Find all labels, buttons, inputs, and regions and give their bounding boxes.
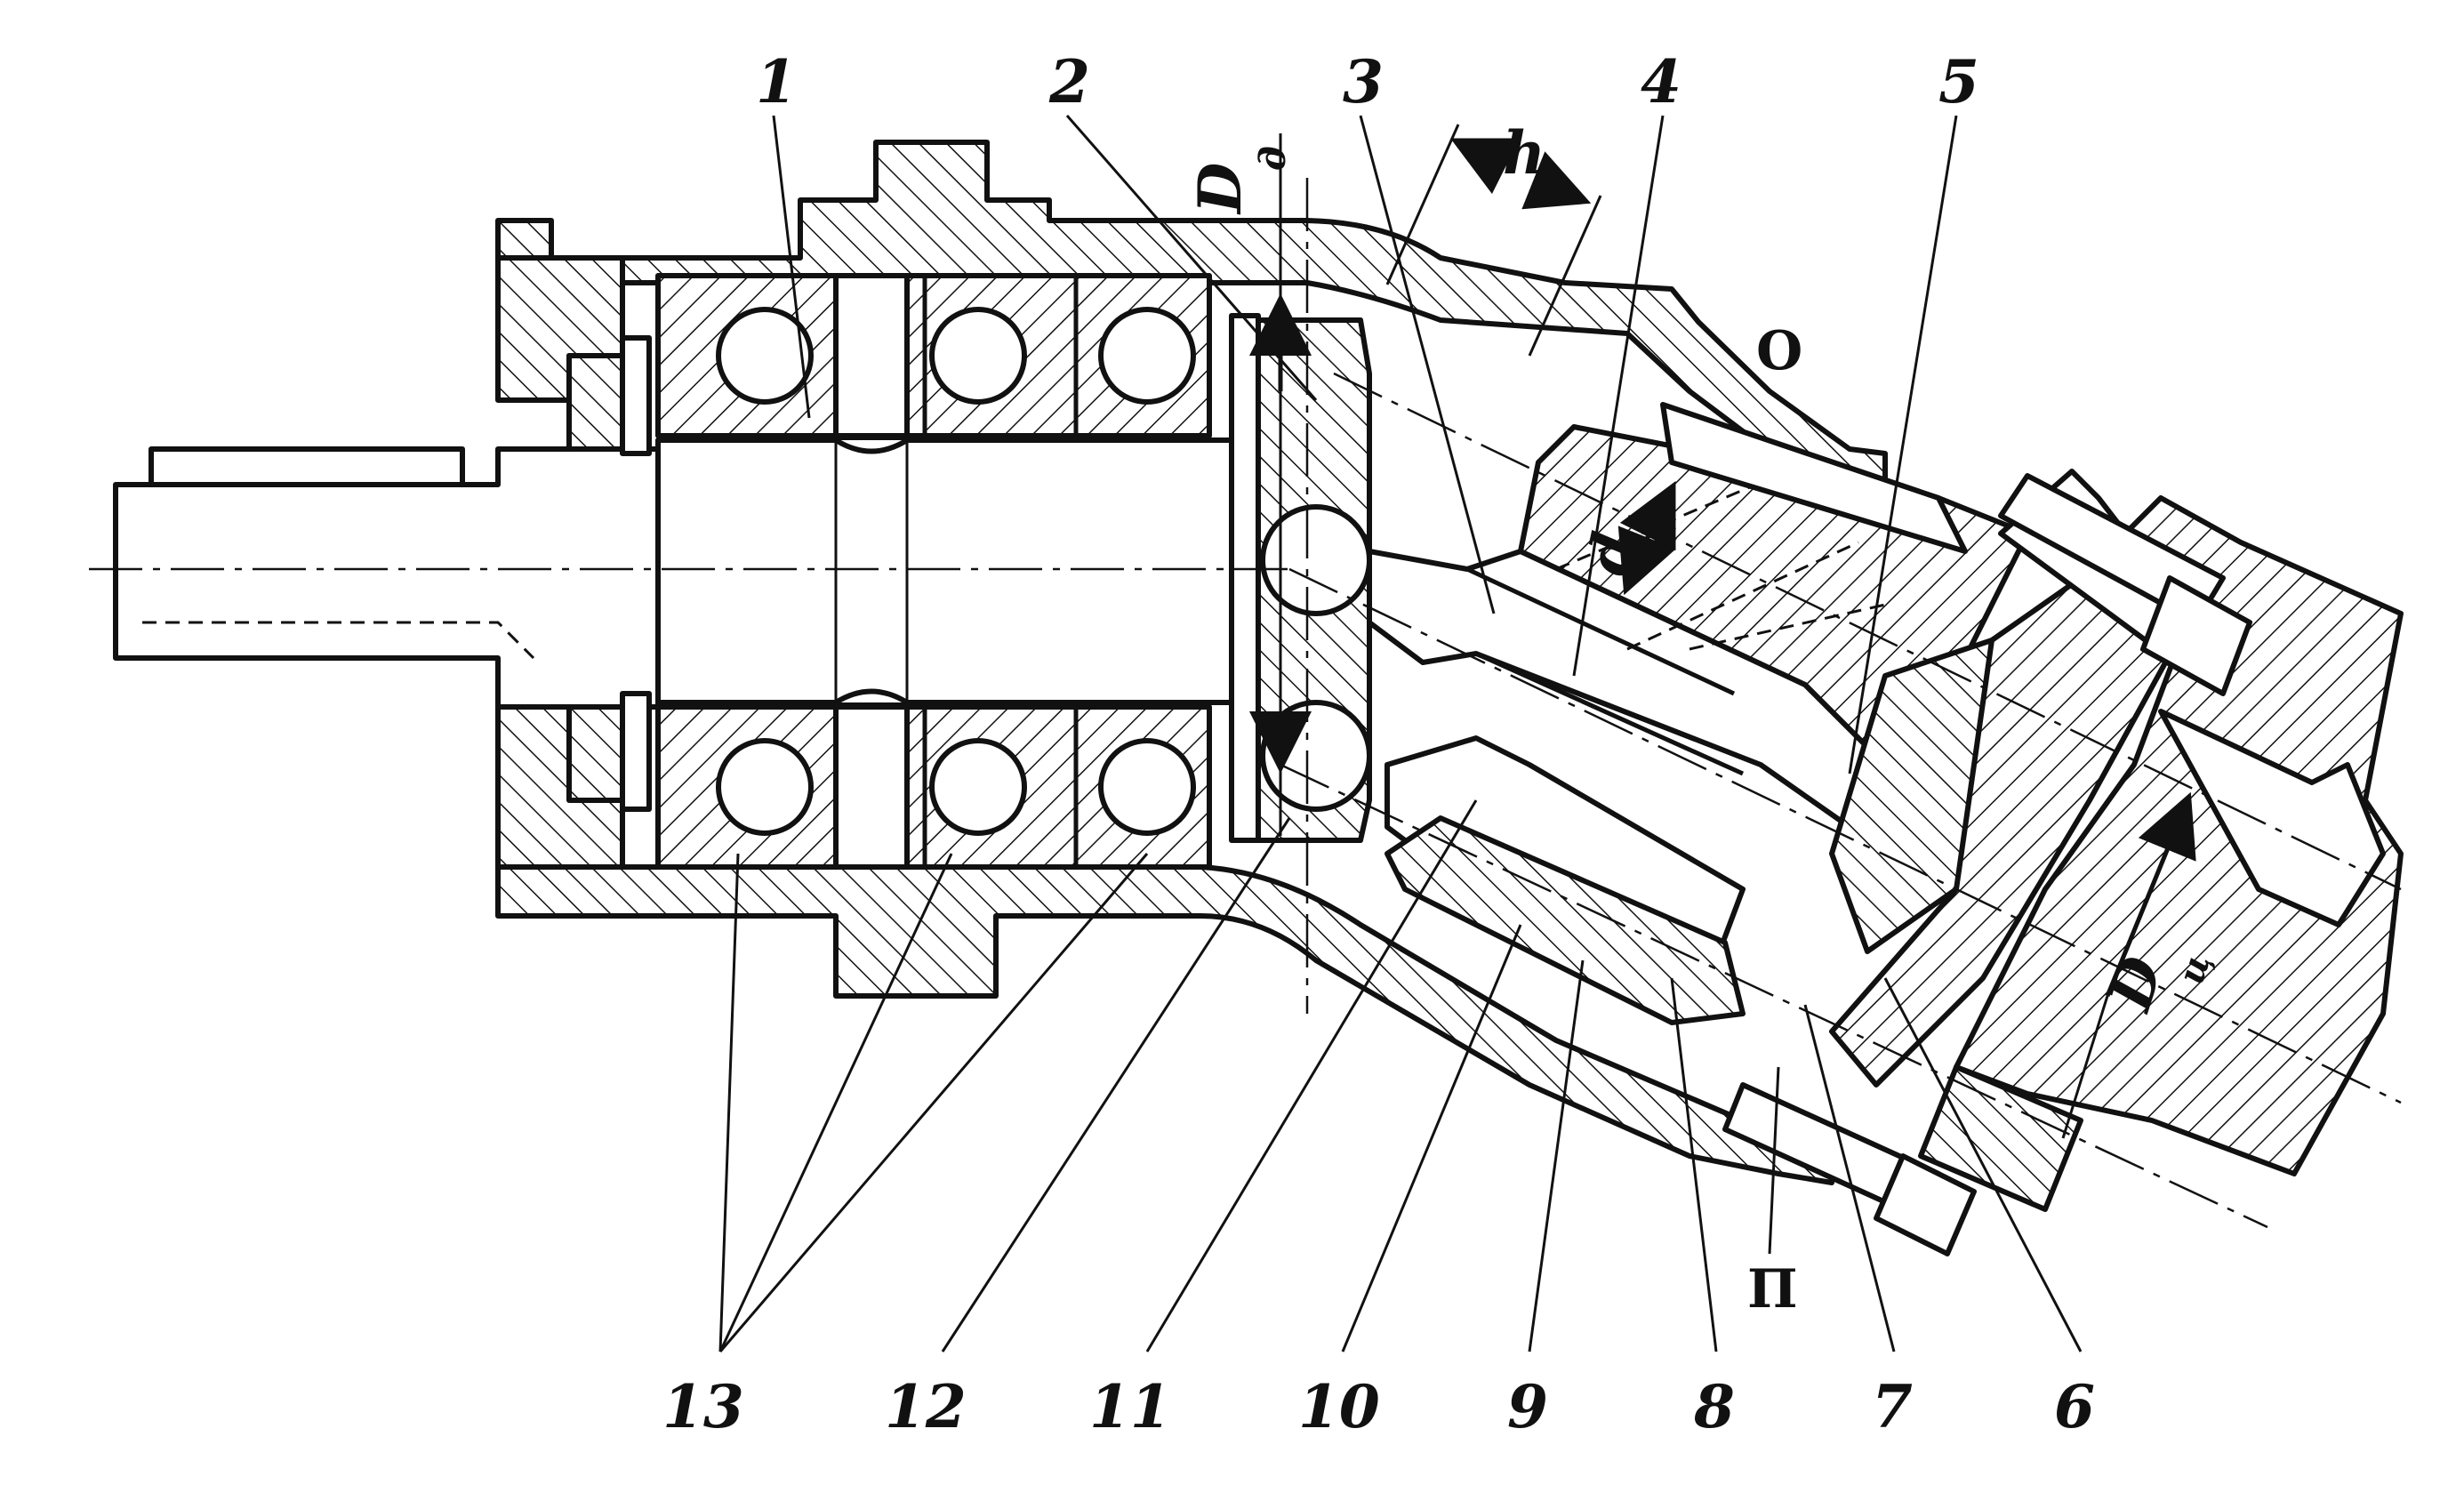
label-6: 6 [2054, 1372, 2095, 1441]
seal-assembly [566, 335, 652, 812]
label-4: 4 [1641, 47, 1681, 116]
bolts [1722, 473, 2252, 1256]
pistons [1367, 549, 1923, 1025]
label-7: 7 [1872, 1372, 1913, 1441]
bearing-ball [929, 738, 1027, 836]
dim-Dd-sub: д [1252, 146, 1294, 171]
dim-h: h [1503, 118, 1545, 188]
label-9: 9 [1507, 1372, 1548, 1441]
valve-plate [1829, 575, 2190, 1088]
dimension-lines [1249, 124, 2196, 1139]
bearing-ball [929, 307, 1027, 405]
dim-Dd: D [1185, 163, 1255, 215]
drive-flange [1229, 313, 1372, 843]
label-3: 3 [1343, 47, 1384, 116]
bearing-ball [1098, 307, 1196, 405]
label-13: 13 [662, 1372, 744, 1441]
ball-joint [1260, 504, 1372, 616]
housing [495, 140, 1888, 1185]
label-11: 11 [1089, 1372, 1171, 1441]
label-10: 10 [1298, 1372, 1380, 1441]
bearing-ball [716, 738, 814, 836]
bearing-ball [716, 307, 814, 405]
leader-lines [718, 115, 2083, 1353]
drive-shaft [113, 437, 1239, 710]
label-12: 12 [885, 1372, 967, 1441]
label-P: П [1747, 1258, 1798, 1320]
label-2: 2 [1048, 47, 1090, 116]
shaft-key [148, 446, 465, 487]
label-5: 5 [1938, 47, 1979, 116]
center-lines [89, 178, 2402, 1229]
label-1: 1 [756, 47, 797, 116]
part-number-labels: 1 2 3 4 5 6 7 8 9 10 11 12 13 О П [662, 47, 2095, 1441]
bearings [655, 273, 1212, 870]
label-8: 8 [1693, 1372, 1735, 1441]
bearing-ball [1098, 738, 1196, 836]
label-O: О [1756, 320, 1802, 382]
